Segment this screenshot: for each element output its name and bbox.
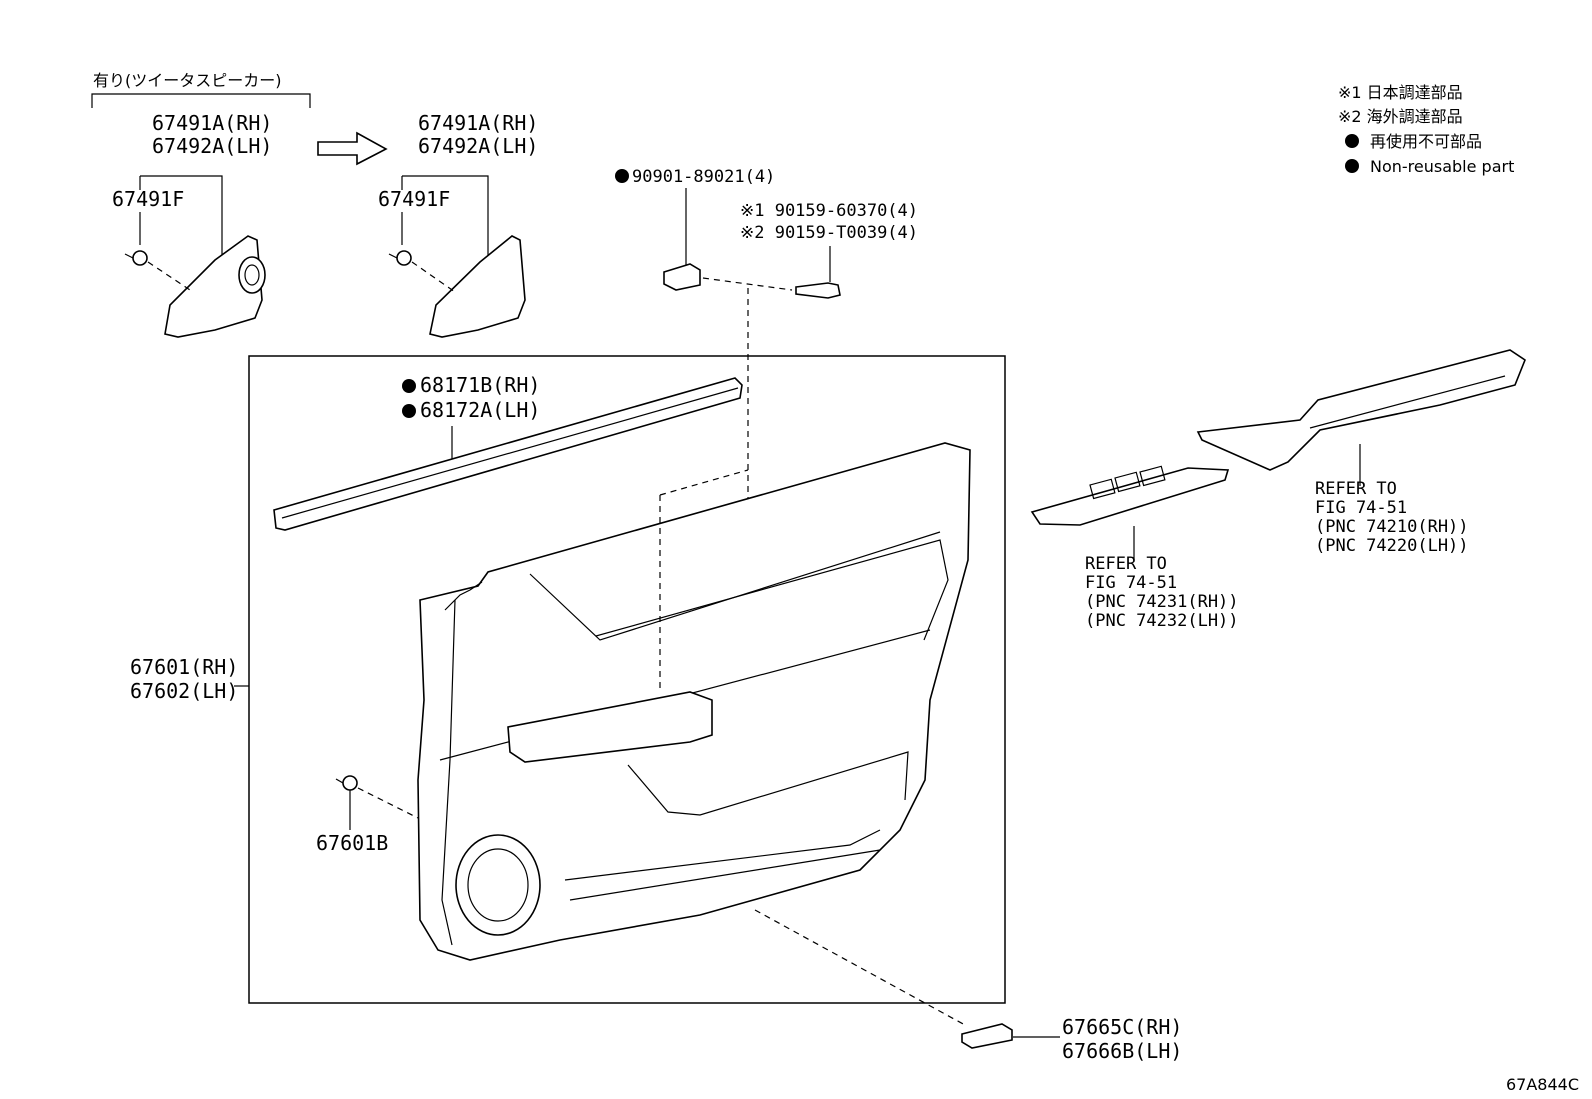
label-67492A-lh: 67492A(LH) [418, 134, 538, 158]
label-68172A-lh: 68172A(LH) [420, 398, 540, 422]
label-67601B: 67601B [316, 831, 388, 855]
non-reusable-dot-icon [1345, 134, 1359, 148]
label-67491F: 67491F [112, 187, 184, 211]
option-bracket [91, 93, 311, 108]
label-67665C-rh: 67665C(RH) [1062, 1015, 1182, 1039]
handle-cover-group: 67665C(RH) 67666B(LH) [754, 909, 1182, 1063]
label-90159-T0039: ※2 90159-T0039(4) [740, 223, 918, 243]
label-67602-lh: 67602(LH) [130, 679, 238, 703]
refer-armrest-line3: (PNC 74210(RH)) [1315, 517, 1469, 537]
tweeter-cover-plain: 67491A(RH) 67492A(LH) 67491F [378, 111, 538, 338]
refer-switch-line3: (PNC 74231(RH)) [1085, 592, 1239, 612]
legend: ※1 日本調達部品 ※2 海外調達部品 再使用不可部品 Non-reusable… [1338, 83, 1514, 176]
clip-67491F-icon [396, 250, 412, 266]
switch-base-group: REFER TO FIG 74-51 (PNC 74231(RH)) (PNC … [1030, 465, 1239, 631]
refer-armrest-line1: REFER TO [1315, 479, 1397, 499]
armrest-pocket [507, 691, 713, 763]
note-overseas-sourced: ※2 海外調達部品 [1338, 107, 1463, 126]
tweeter-option-group: 有り(ツイータスピーカー) [91, 71, 311, 108]
label-67491F: 67491F [378, 187, 450, 211]
note-non-reusable-en: Non-reusable part [1370, 157, 1514, 176]
door-trim-frame [248, 355, 1006, 1004]
weatherstrip-group: 68171B(RH) 68172A(LH) [273, 373, 743, 531]
leader [140, 175, 223, 260]
speaker-ring [238, 256, 266, 294]
tweeter-cover-shape [429, 235, 526, 338]
clip-67601B-group: 67601B [316, 775, 419, 855]
non-reusable-dot-icon [402, 379, 416, 393]
refer-switch-line2: FIG 74-51 [1085, 573, 1177, 593]
note-japan-sourced: ※1 日本調達部品 [1338, 83, 1463, 102]
label-68171B-rh: 68171B(RH) [420, 373, 540, 397]
replacement-arrow-icon [317, 131, 388, 166]
clip-67601B-icon [342, 775, 358, 791]
label-67492A-lh: 67492A(LH) [152, 134, 272, 158]
door-trim-panel: 67601(RH) 67602(LH) [130, 442, 971, 961]
screw-90159-icon [795, 282, 841, 299]
label-67491A-rh: 67491A(RH) [152, 111, 272, 135]
label-67601-rh: 67601(RH) [130, 655, 238, 679]
non-reusable-dot-icon [1345, 159, 1359, 173]
label-67666B-lh: 67666B(LH) [1062, 1039, 1182, 1063]
figure-code: 67A844C [1506, 1075, 1579, 1094]
label-67491A-rh: 67491A(RH) [418, 111, 538, 135]
note-non-reusable-jp: 再使用不可部品 [1370, 132, 1482, 151]
non-reusable-dot-icon [402, 404, 416, 418]
clip-90901-icon [663, 263, 701, 291]
tweeter-option-label: 有り(ツイータスピーカー) [93, 71, 282, 90]
handle-cover-icon [961, 1023, 1013, 1049]
refer-switch-line4: (PNC 74232(LH)) [1085, 611, 1239, 631]
leader [402, 175, 489, 255]
refer-armrest-line4: (PNC 74220(LH)) [1315, 536, 1469, 556]
tweeter-cover-with-speaker: 67491A(RH) 67492A(LH) 67491F [112, 111, 272, 338]
label-90901: 90901-89021(4) [632, 167, 775, 187]
non-reusable-dot-icon [615, 169, 629, 183]
fastener-group: 90901-89021(4) ※1 90159-60370(4) ※2 9015… [615, 167, 918, 690]
clip-67491F-icon [132, 250, 148, 266]
label-90159-60370: ※1 90159-60370(4) [740, 201, 918, 221]
refer-armrest-line2: FIG 74-51 [1315, 498, 1407, 518]
refer-switch-line1: REFER TO [1085, 554, 1167, 574]
armrest-upper-group: REFER TO FIG 74-51 (PNC 74210(RH)) (PNC … [1196, 349, 1526, 556]
armrest-upper-shape [1196, 349, 1526, 471]
switch-base-shape [1030, 467, 1230, 526]
